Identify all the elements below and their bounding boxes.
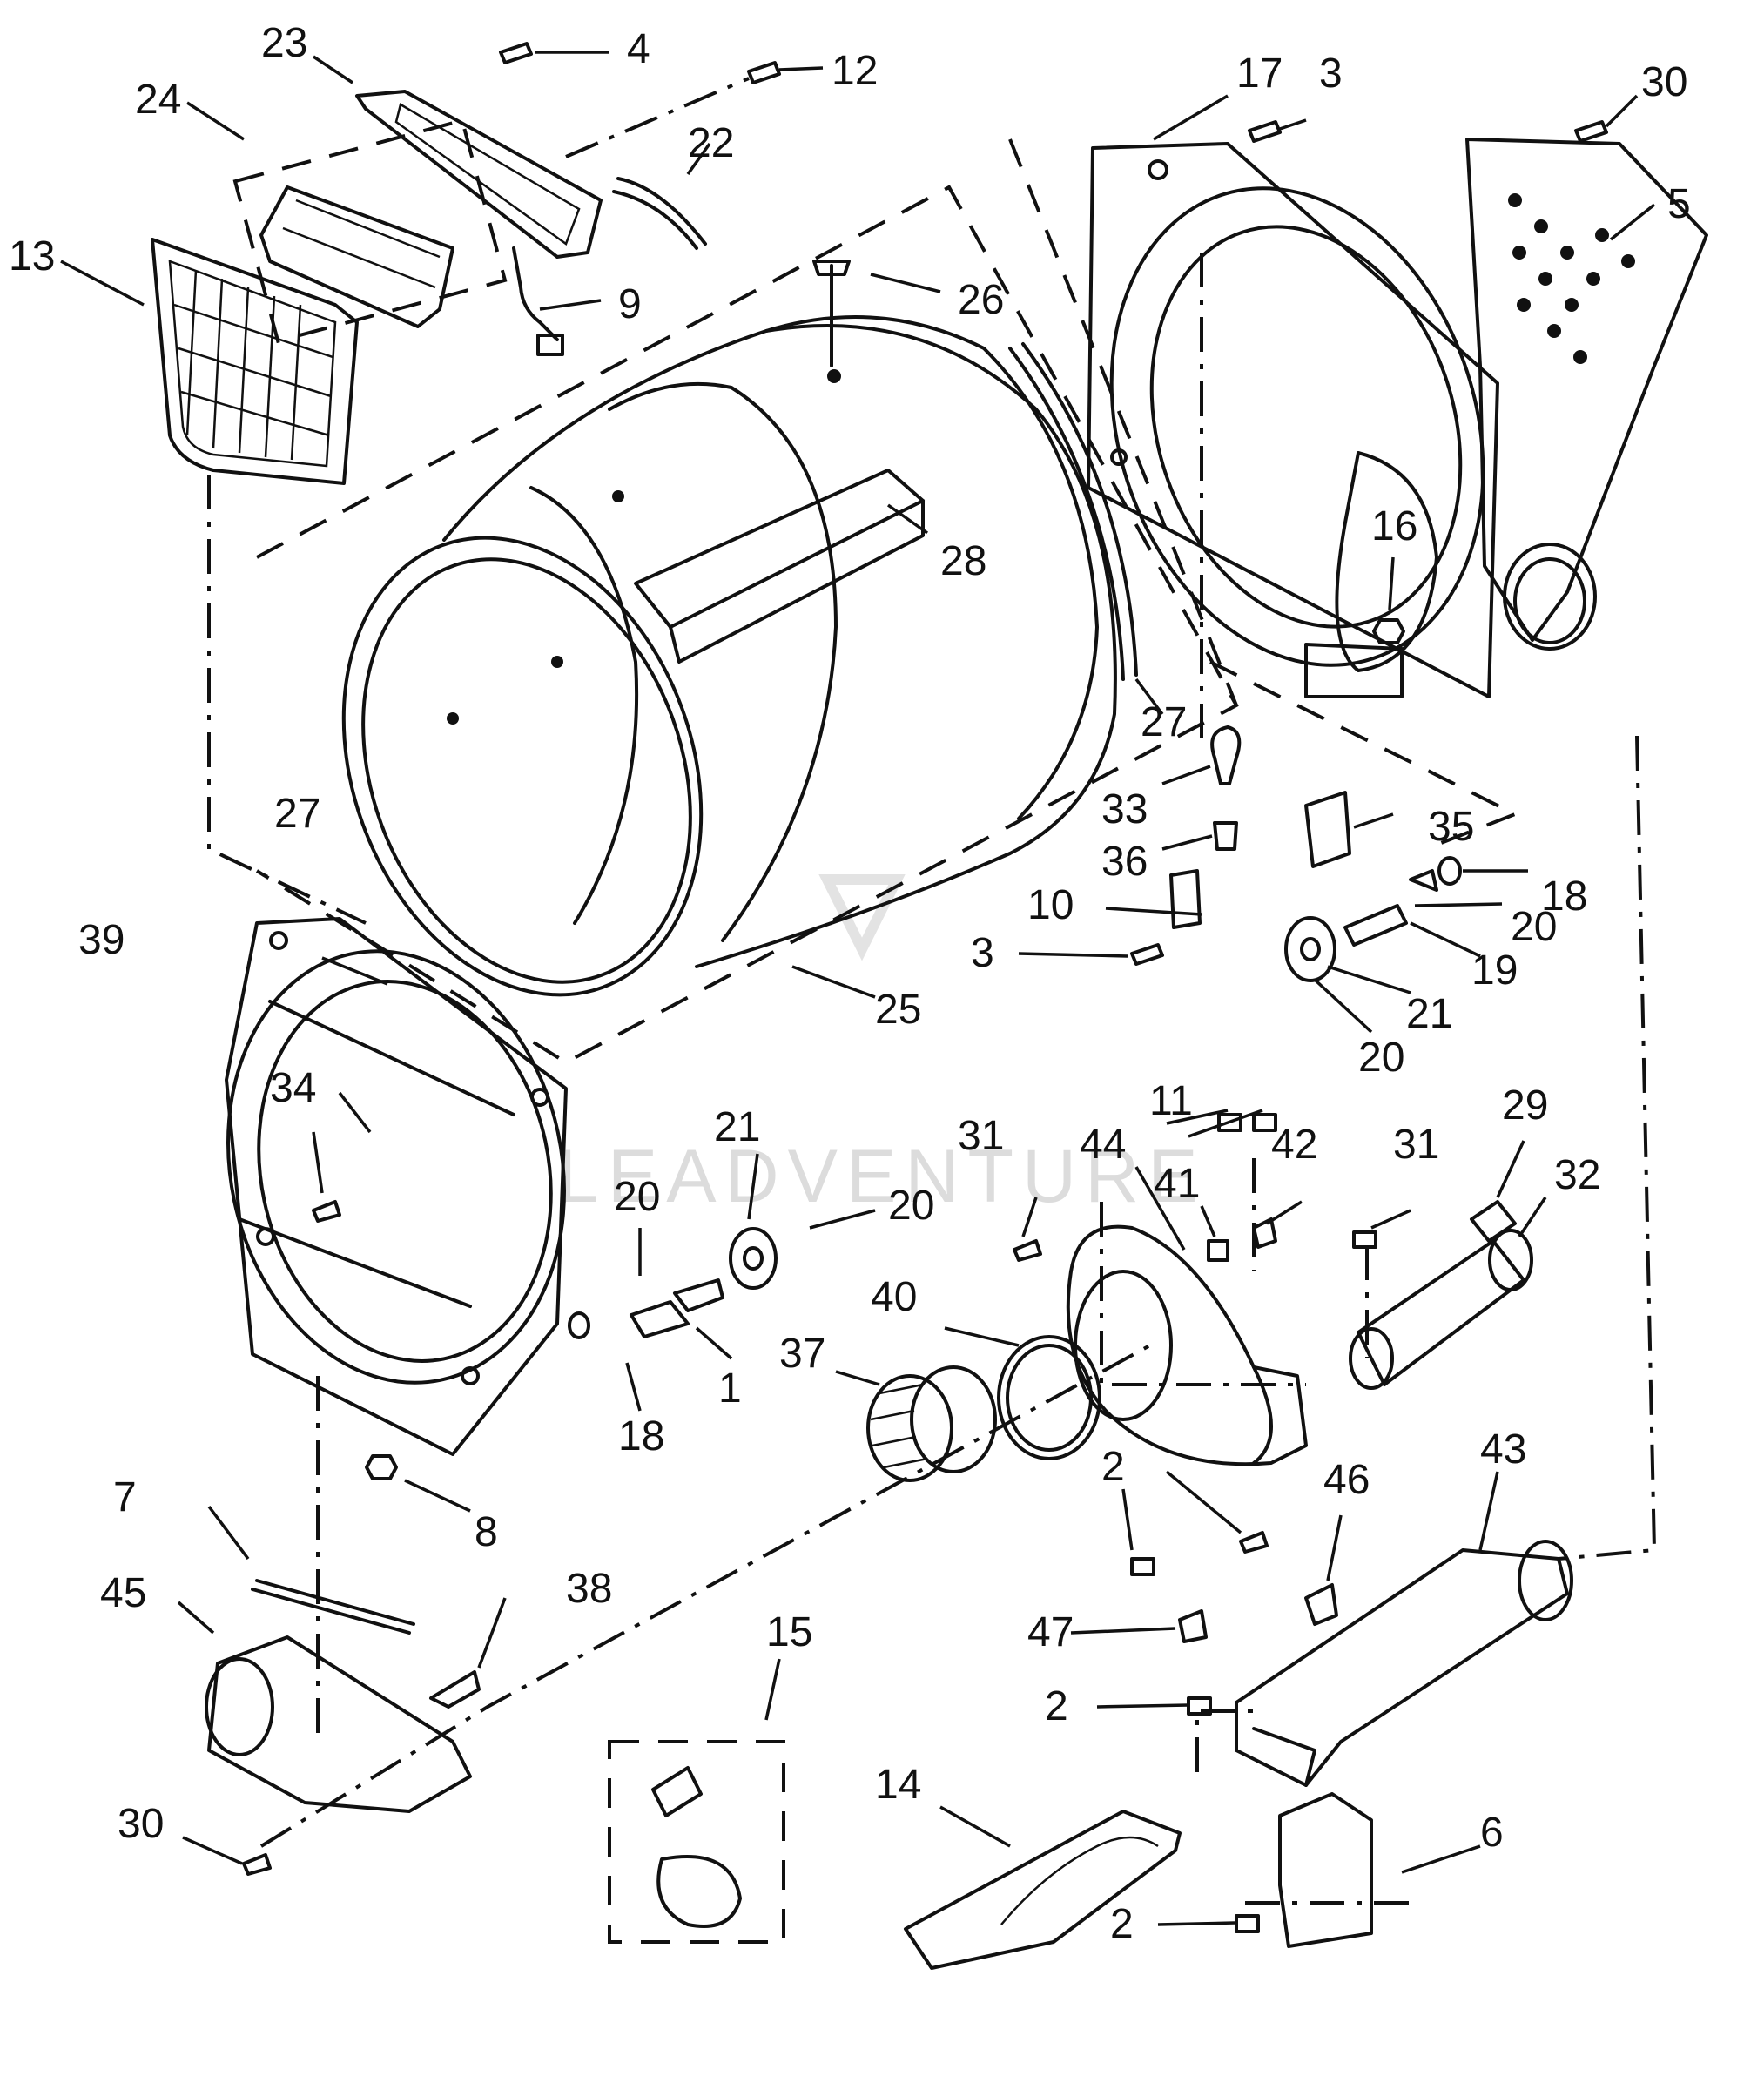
callout-43: 43 [1480, 1426, 1526, 1473]
front-bulkhead-39 [225, 917, 568, 1456]
callout-47: 47 [1027, 1609, 1074, 1655]
lint-housing-24 [259, 185, 454, 328]
blower-seal-40 [997, 1335, 1101, 1460]
heater-duct-43 [1235, 1540, 1573, 1787]
callout-46: 46 [1323, 1457, 1370, 1503]
callout-5: 5 [1667, 181, 1691, 227]
thermostat-41 [1207, 1239, 1229, 1262]
fuse-42 [1252, 1217, 1277, 1249]
callout-20-right-top: 20 [1511, 904, 1557, 950]
bracket-35 [1304, 791, 1351, 868]
callout-35: 35 [1428, 804, 1474, 850]
callout-39: 39 [78, 917, 125, 963]
heater-element-14 [904, 1810, 1182, 1970]
callout-23: 23 [261, 20, 307, 66]
blower-housing-44 [1066, 1224, 1308, 1466]
blower-wheel-37 [866, 1365, 997, 1482]
callout-24: 24 [135, 77, 181, 123]
callout-31-right: 31 [1393, 1122, 1439, 1168]
callout-32: 32 [1554, 1152, 1600, 1198]
callout-20-left-b: 20 [888, 1183, 934, 1229]
watermark-text: LEADVENTURE [557, 1135, 1207, 1218]
callout-1: 1 [718, 1365, 742, 1412]
callout-6: 6 [1480, 1810, 1504, 1856]
callout-4: 4 [627, 26, 650, 72]
watermark: LEADVENTURE [557, 874, 1207, 1218]
callout-42: 42 [1271, 1122, 1317, 1168]
callout-38: 38 [566, 1566, 612, 1612]
clip-29 [1470, 1200, 1517, 1243]
callout-34: 34 [270, 1065, 316, 1111]
callout-33: 33 [1101, 786, 1148, 833]
front-duct-45 [205, 1635, 472, 1813]
callout-2-a: 2 [1101, 1444, 1125, 1490]
wire-harness-22 [612, 177, 707, 250]
lint-screen-13 [151, 238, 359, 485]
callout-28: 28 [940, 538, 986, 584]
exhaust-duct-32 [1349, 1229, 1533, 1390]
callout-7: 7 [113, 1474, 137, 1520]
drum-25 [341, 260, 1117, 997]
drum-seal-27 [1008, 342, 1138, 681]
callout-31-left: 31 [958, 1113, 1004, 1159]
callout-26: 26 [958, 277, 1004, 323]
callout-41: 41 [1154, 1161, 1200, 1207]
callout-12: 12 [832, 48, 878, 94]
thermostat-46 [1304, 1583, 1338, 1626]
callout-16: 16 [1371, 503, 1417, 549]
rear-bulkhead-17 [1087, 142, 1499, 698]
callout-15: 15 [766, 1609, 812, 1655]
callout-40: 40 [871, 1274, 917, 1320]
sensor-harness-9 [512, 246, 564, 356]
lamp-33 [1210, 725, 1242, 851]
callout-21-left: 21 [714, 1104, 760, 1150]
screws [242, 42, 1608, 1933]
callout-37: 37 [779, 1331, 825, 1377]
callout-45: 45 [100, 1570, 146, 1616]
roller-axle-left [568, 1227, 778, 1339]
leader-arrows [60, 51, 1656, 1926]
callout-2-c: 2 [1110, 1901, 1134, 1947]
callout-30-top: 30 [1641, 59, 1687, 105]
callout-8: 8 [475, 1509, 498, 1555]
callout-3-top: 3 [1319, 51, 1343, 97]
bracket-6 [1278, 1792, 1373, 1948]
callout-29: 29 [1502, 1082, 1548, 1129]
callout-18-right: 18 [1541, 873, 1587, 920]
callout-27-right: 27 [1141, 699, 1187, 745]
callout-14: 14 [875, 1762, 921, 1808]
strip-7 [251, 1579, 415, 1635]
callout-20-left-a: 20 [614, 1174, 660, 1220]
sensor-38 [429, 1670, 481, 1709]
callout-21-right: 21 [1406, 991, 1452, 1037]
thermostat-47 [1178, 1609, 1208, 1643]
roller-axle-right [1284, 856, 1462, 982]
callout-9: 9 [618, 281, 642, 327]
callout-22: 22 [688, 120, 734, 166]
callout-18-left: 18 [618, 1413, 664, 1460]
assembly-outlines [232, 118, 1519, 1944]
callout-17: 17 [1236, 51, 1283, 97]
callout-13: 13 [9, 233, 55, 280]
callout-20-right-bottom: 20 [1358, 1035, 1404, 1081]
callout-30-bottom: 30 [118, 1801, 164, 1847]
callout-25: 25 [875, 987, 921, 1033]
callout-19: 19 [1471, 947, 1518, 994]
kit-15 [651, 1766, 742, 1928]
callout-44: 44 [1080, 1122, 1126, 1168]
callout-2-b: 2 [1045, 1683, 1068, 1729]
rear-duct-5 [1465, 138, 1708, 651]
callout-11: 11 [1149, 1078, 1193, 1124]
plate-10 [1169, 869, 1202, 929]
callout-3-mid: 3 [971, 930, 994, 976]
callout-27-left: 27 [274, 791, 320, 837]
callout-10: 10 [1027, 882, 1074, 928]
callout-36: 36 [1101, 839, 1148, 885]
callout-labels: 23 4 12 24 22 13 9 26 28 17 3 30 5 16 27… [9, 20, 1691, 1947]
lint-grille-23 [355, 90, 603, 259]
